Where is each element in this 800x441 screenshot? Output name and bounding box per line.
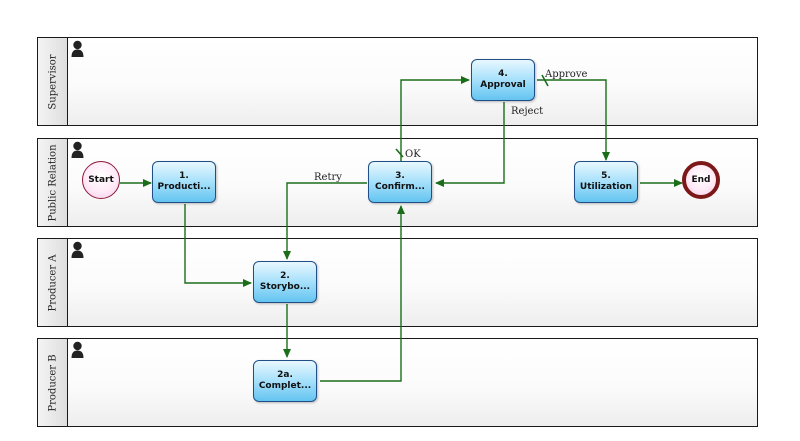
- task-utilization[interactable]: 5. Utilization: [574, 161, 638, 203]
- person-icon: [71, 241, 84, 258]
- lane-header: Supervisor: [38, 38, 68, 125]
- flow-label-approve: Approve: [545, 69, 588, 80]
- lane-producer-a: Producer A: [37, 238, 758, 327]
- task-number: 3.: [395, 171, 405, 181]
- flow-label-ok: OK: [405, 149, 421, 160]
- start-event-label: Start: [88, 175, 114, 185]
- flow-approval-reject-to-confirm: [435, 102, 505, 187]
- task-approval[interactable]: 4. Approval: [471, 59, 535, 101]
- task-name: Producti...: [157, 182, 211, 192]
- lane-header: Producer B: [38, 339, 68, 426]
- flow-complete-to-confirm: [320, 205, 405, 382]
- task-production[interactable]: 1. Producti...: [152, 161, 216, 203]
- task-number: 1.: [179, 171, 189, 181]
- ok-condition-slash: [395, 148, 404, 158]
- person-icon: [71, 341, 84, 358]
- task-number: 5.: [601, 171, 611, 181]
- task-number: 2a.: [277, 370, 293, 380]
- flow-approval-approve-to-utilization: [537, 79, 610, 161]
- task-name: Confirm...: [375, 182, 425, 192]
- end-event[interactable]: End: [682, 161, 720, 199]
- lane-supervisor: Supervisor: [37, 37, 758, 126]
- person-icon: [71, 40, 84, 57]
- task-name: Storybo...: [259, 282, 311, 292]
- task-complete[interactable]: 2a. Complet...: [253, 360, 317, 402]
- approve-condition-slash: [541, 74, 549, 87]
- task-name: Utilization: [579, 182, 633, 192]
- flow-confirm-retry-to-storyboard: [283, 182, 367, 260]
- task-name: Complet...: [258, 381, 312, 391]
- person-icon: [71, 141, 84, 158]
- flow-production-to-storyboard: [184, 204, 252, 287]
- flow-label-reject: Reject: [511, 106, 544, 117]
- task-number: 2.: [280, 271, 290, 281]
- task-number: 4.: [498, 69, 508, 79]
- end-event-label: End: [691, 175, 711, 185]
- start-event[interactable]: Start: [82, 161, 120, 199]
- flow-confirm-ok-to-approval: [400, 76, 470, 161]
- lane-producer-b: Producer B: [37, 338, 758, 427]
- task-name: Approval: [480, 80, 526, 90]
- lane-header: Public Relation: [38, 139, 68, 226]
- task-storyboard[interactable]: 2. Storybo...: [253, 261, 317, 303]
- lane-header: Producer A: [38, 239, 68, 326]
- task-confirm[interactable]: 3. Confirm...: [368, 161, 432, 203]
- flow-label-retry: Retry: [314, 172, 342, 183]
